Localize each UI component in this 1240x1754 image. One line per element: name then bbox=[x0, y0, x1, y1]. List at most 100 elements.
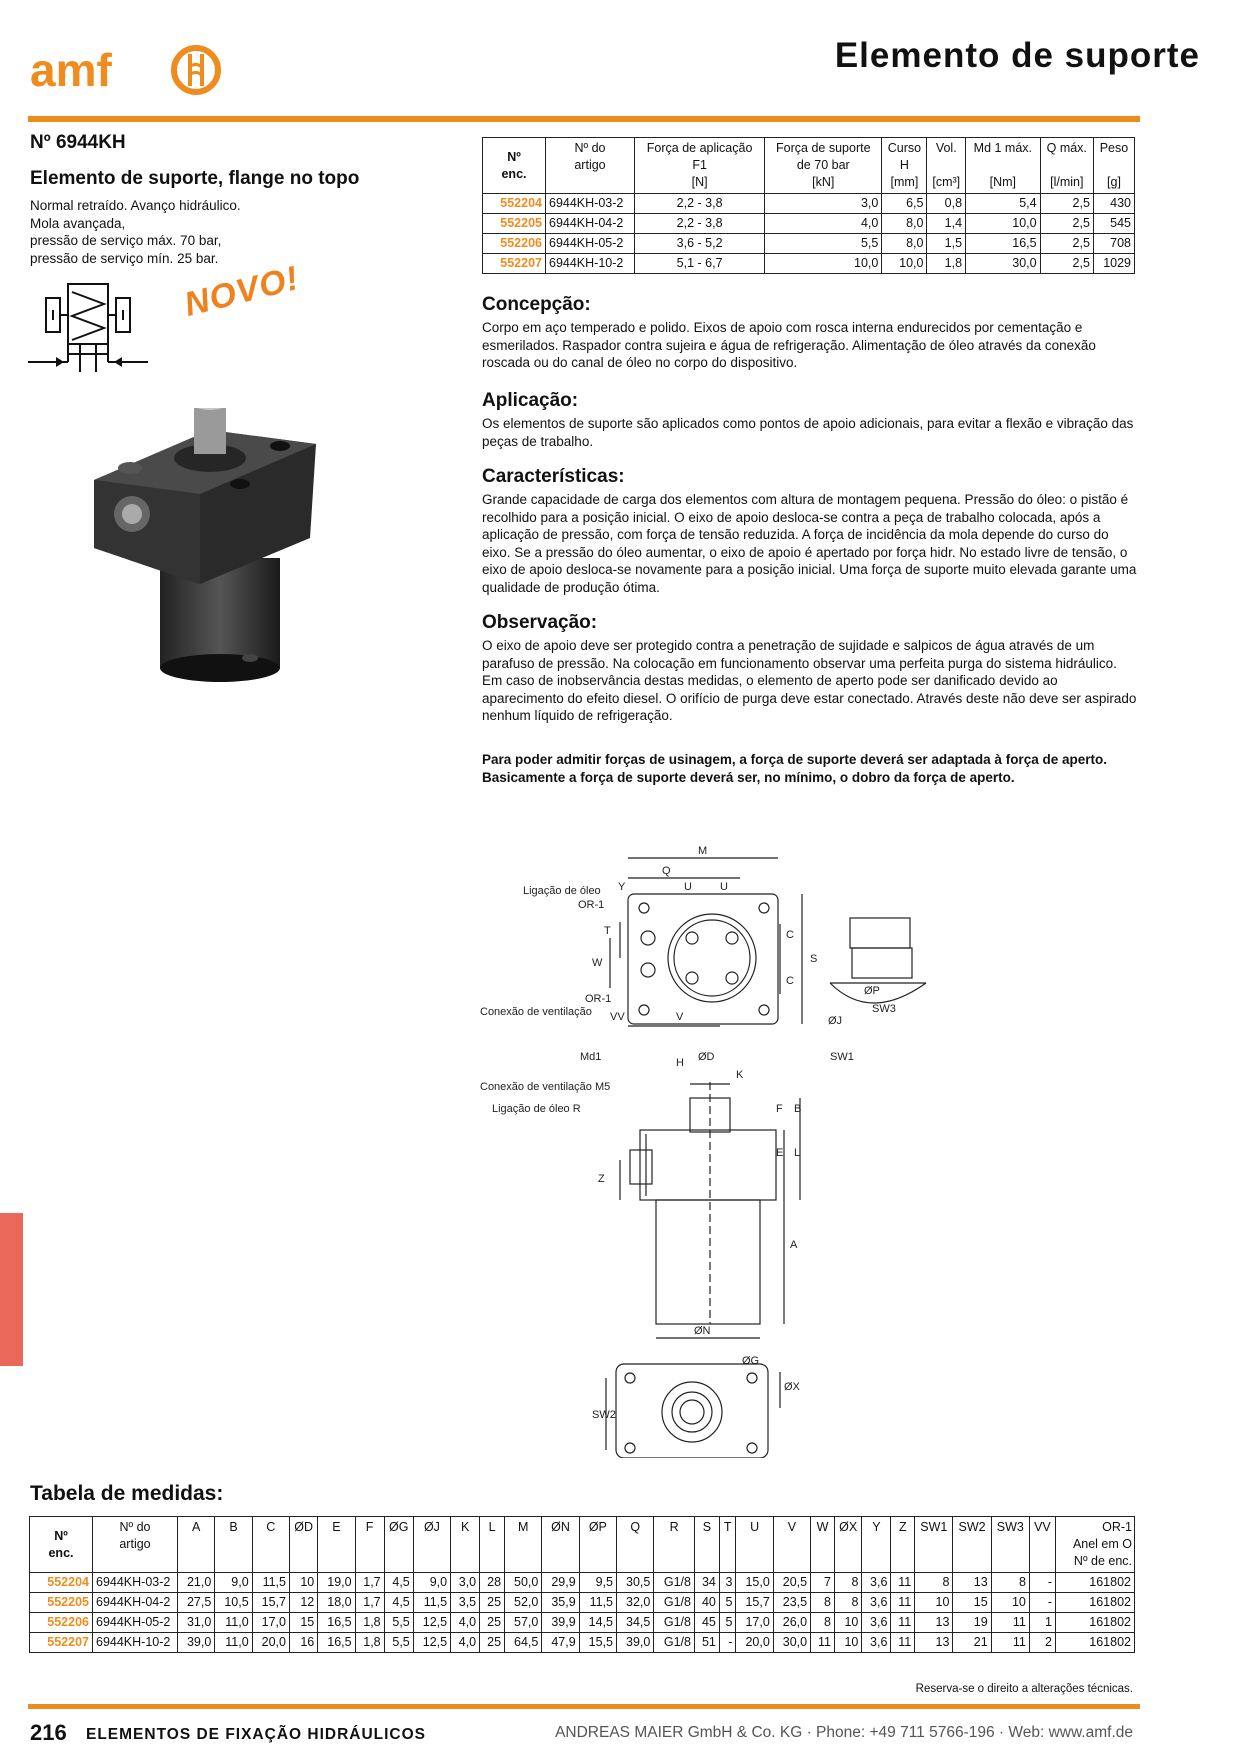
dims-header-cell: C bbox=[251, 1516, 290, 1573]
section-title: Concepção: bbox=[482, 294, 591, 315]
dims-cell: 29,9 bbox=[541, 1572, 580, 1593]
section-title: Observação: bbox=[482, 612, 598, 633]
dims-cell: 13 bbox=[914, 1632, 954, 1653]
spec-cell: 708 bbox=[1092, 233, 1136, 254]
dims-cell: 34 bbox=[693, 1572, 720, 1593]
dims-cell: 11 bbox=[890, 1572, 916, 1593]
label-E: E bbox=[776, 1147, 783, 1159]
spec-cell: 1029 bbox=[1092, 253, 1136, 274]
order-number: 552206 bbox=[482, 233, 546, 254]
label-T: T bbox=[604, 925, 611, 937]
spec-cell: 5,1 - 6,7 bbox=[633, 253, 766, 274]
dims-cell: - bbox=[1028, 1572, 1057, 1593]
dims-header-cell: VV bbox=[1028, 1516, 1057, 1573]
order-number: 552207 bbox=[29, 1632, 93, 1653]
desc-line: pressão de serviço mín. 25 bar. bbox=[30, 250, 219, 266]
dims-cell: 11 bbox=[990, 1632, 1030, 1653]
reserve-note: Reserva-se o direito a alterações técnic… bbox=[915, 1683, 1133, 1695]
dims-cell: 21 bbox=[952, 1632, 992, 1653]
dims-cell: 10 bbox=[833, 1612, 863, 1633]
company-info: ANDREAS MAIER GmbH & Co. KG · Phone: +49… bbox=[555, 1724, 1133, 1741]
order-number: 552206 bbox=[29, 1612, 93, 1633]
dims-cell: 4,0 bbox=[450, 1632, 481, 1653]
label-D: ØD bbox=[698, 1051, 715, 1063]
dims-header-cell: W bbox=[810, 1516, 835, 1573]
dimensions-title: Tabela de medidas: bbox=[30, 1482, 224, 1505]
label-P: ØP bbox=[864, 985, 880, 997]
dims-header-cell: B bbox=[214, 1516, 253, 1573]
dims-cell: 11 bbox=[990, 1612, 1030, 1633]
dims-cell: G1/8 bbox=[653, 1612, 695, 1633]
label-oil-r: Ligação de óleo R bbox=[492, 1103, 581, 1115]
dims-header-cell: ØG bbox=[383, 1516, 414, 1573]
dims-header-cell: U bbox=[735, 1516, 774, 1573]
spec-cell: 1,4 bbox=[926, 213, 967, 234]
dims-cell: 2 bbox=[1028, 1632, 1057, 1653]
dims-cell: 6944KH-03-2 bbox=[92, 1572, 178, 1593]
dims-cell: 9,0 bbox=[412, 1572, 452, 1593]
desc-line: Normal retraído. Avanço hidráulico. bbox=[30, 198, 241, 213]
dims-cell: 31,0 bbox=[176, 1612, 216, 1633]
order-number: 552205 bbox=[29, 1592, 93, 1613]
spec-cell: 2,5 bbox=[1039, 233, 1094, 254]
dims-cell: 9,0 bbox=[214, 1572, 253, 1593]
dims-cell: 1,8 bbox=[354, 1612, 385, 1633]
dims-cell: 15,7 bbox=[251, 1592, 290, 1613]
dims-cell: 8 bbox=[990, 1572, 1030, 1593]
product-description: Normal retraído. Avanço hidráulico. Mola… bbox=[30, 197, 241, 267]
dims-cell: 6944KH-04-2 bbox=[92, 1592, 178, 1613]
dims-cell: 15,0 bbox=[735, 1572, 774, 1593]
label-F: F bbox=[776, 1103, 783, 1115]
label-M: M bbox=[698, 845, 707, 857]
dims-cell: 30,5 bbox=[616, 1572, 655, 1593]
dims-cell: 26,0 bbox=[772, 1612, 812, 1633]
label-H: H bbox=[676, 1057, 684, 1069]
dims-header-cell: K bbox=[450, 1516, 481, 1573]
label-Y: Y bbox=[618, 881, 626, 893]
dims-header-cell: ØP bbox=[578, 1516, 618, 1573]
page-title: Elemento de suporte bbox=[834, 36, 1200, 75]
dims-cell: 161802 bbox=[1055, 1632, 1135, 1653]
label-L: L bbox=[794, 1147, 800, 1159]
footer-rule bbox=[28, 1704, 1140, 1709]
dims-cell: 10,5 bbox=[214, 1592, 253, 1613]
dims-cell: G1/8 bbox=[653, 1572, 695, 1593]
dims-cell: - bbox=[718, 1632, 737, 1653]
dims-header-cell: S bbox=[693, 1516, 720, 1573]
dims-cell: 5 bbox=[718, 1612, 737, 1633]
page-number: 216 bbox=[30, 1720, 67, 1745]
label-W: W bbox=[592, 957, 603, 969]
dims-header-cell: Z bbox=[890, 1516, 916, 1573]
section-tab bbox=[0, 1213, 23, 1366]
dims-cell: 11,0 bbox=[214, 1612, 253, 1633]
label-md1: Md1 bbox=[580, 1051, 601, 1063]
dims-header-cell: ØJ bbox=[412, 1516, 452, 1573]
dims-cell: 16 bbox=[288, 1632, 319, 1653]
dims-cell: 16,5 bbox=[317, 1632, 356, 1653]
spec-cell: 10,0 bbox=[764, 253, 883, 274]
dims-cell: 17,0 bbox=[251, 1612, 290, 1633]
dims-cell: 3,5 bbox=[450, 1592, 481, 1613]
dims-cell: 34,5 bbox=[616, 1612, 655, 1633]
dims-cell: 10 bbox=[914, 1592, 954, 1613]
dims-cell: G1/8 bbox=[653, 1592, 695, 1613]
order-number: 552207 bbox=[482, 253, 546, 274]
product-name: Elemento de suporte, flange no topo bbox=[30, 168, 360, 189]
dims-cell: 15 bbox=[288, 1612, 319, 1633]
dims-cell: 13 bbox=[952, 1572, 992, 1593]
dims-cell: 3,6 bbox=[861, 1592, 892, 1613]
dims-cell: - bbox=[1028, 1592, 1057, 1613]
dims-cell: 1,7 bbox=[354, 1592, 385, 1613]
dims-cell: 47,9 bbox=[541, 1632, 580, 1653]
label-C1: C bbox=[786, 929, 794, 941]
label-N: ØN bbox=[694, 1325, 711, 1337]
dims-cell: 8 bbox=[810, 1612, 835, 1633]
